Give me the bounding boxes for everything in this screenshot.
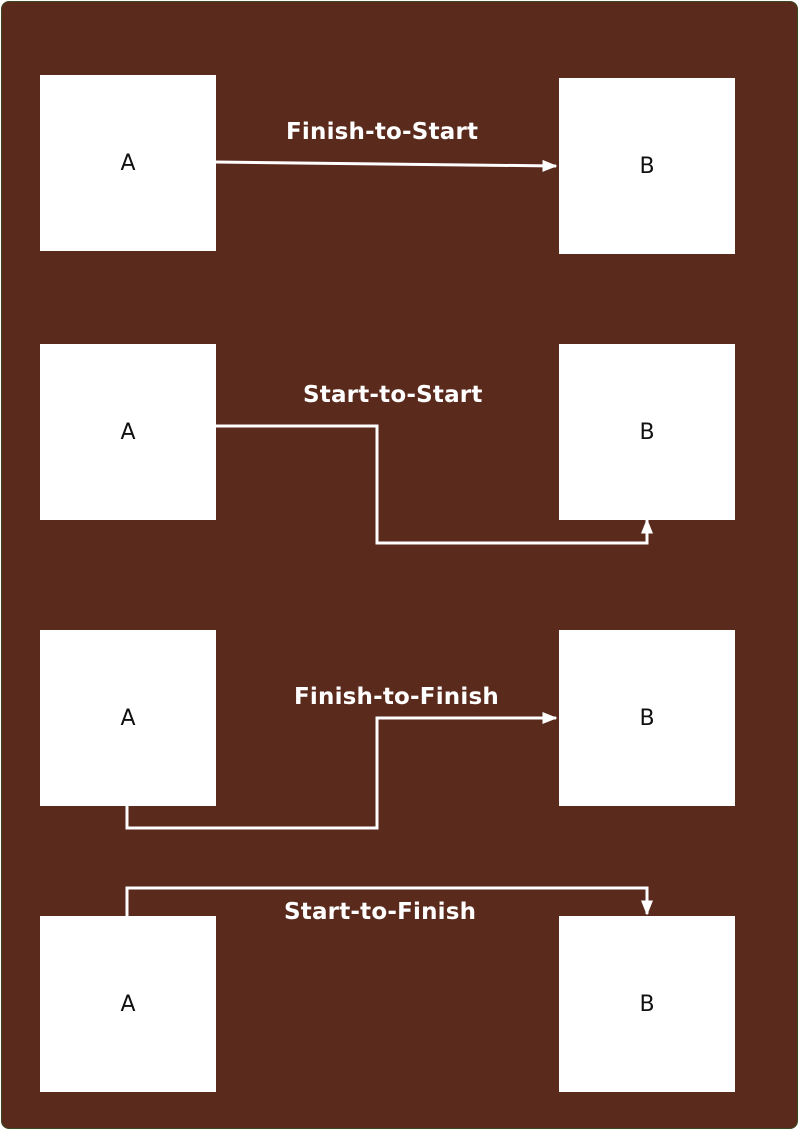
start-to-finish-label: Start-to-Finish	[284, 899, 477, 925]
finish-to-finish-connector	[125, 712, 558, 830]
activity-a-box-1: A	[40, 75, 216, 251]
activity-a-label: A	[120, 150, 136, 176]
activity-b-label: B	[639, 705, 655, 731]
start-to-start-connector	[216, 424, 653, 545]
activity-a-box-3: A	[40, 630, 216, 806]
activity-b-label: B	[639, 153, 655, 179]
activity-a-label: A	[120, 705, 136, 731]
finish-to-finish-label: Finish-to-Finish	[294, 684, 499, 710]
activity-b-box-1: B	[559, 78, 735, 254]
activity-a-box-2: A	[40, 344, 216, 520]
start-to-start-label: Start-to-Start	[303, 382, 483, 408]
activity-b-label: B	[639, 419, 655, 445]
finish-to-start-label: Finish-to-Start	[286, 119, 479, 145]
finish-to-start-connector	[215, 159, 558, 172]
activity-a-label: A	[120, 419, 136, 445]
activity-a-label: A	[120, 991, 136, 1017]
activity-a-box-4: A	[40, 916, 216, 1092]
activity-b-box-2: B	[559, 344, 735, 520]
activity-b-label: B	[639, 991, 655, 1017]
start-to-finish-connector	[125, 886, 653, 916]
activity-b-box-4: B	[559, 916, 735, 1092]
activity-b-box-3: B	[559, 630, 735, 806]
